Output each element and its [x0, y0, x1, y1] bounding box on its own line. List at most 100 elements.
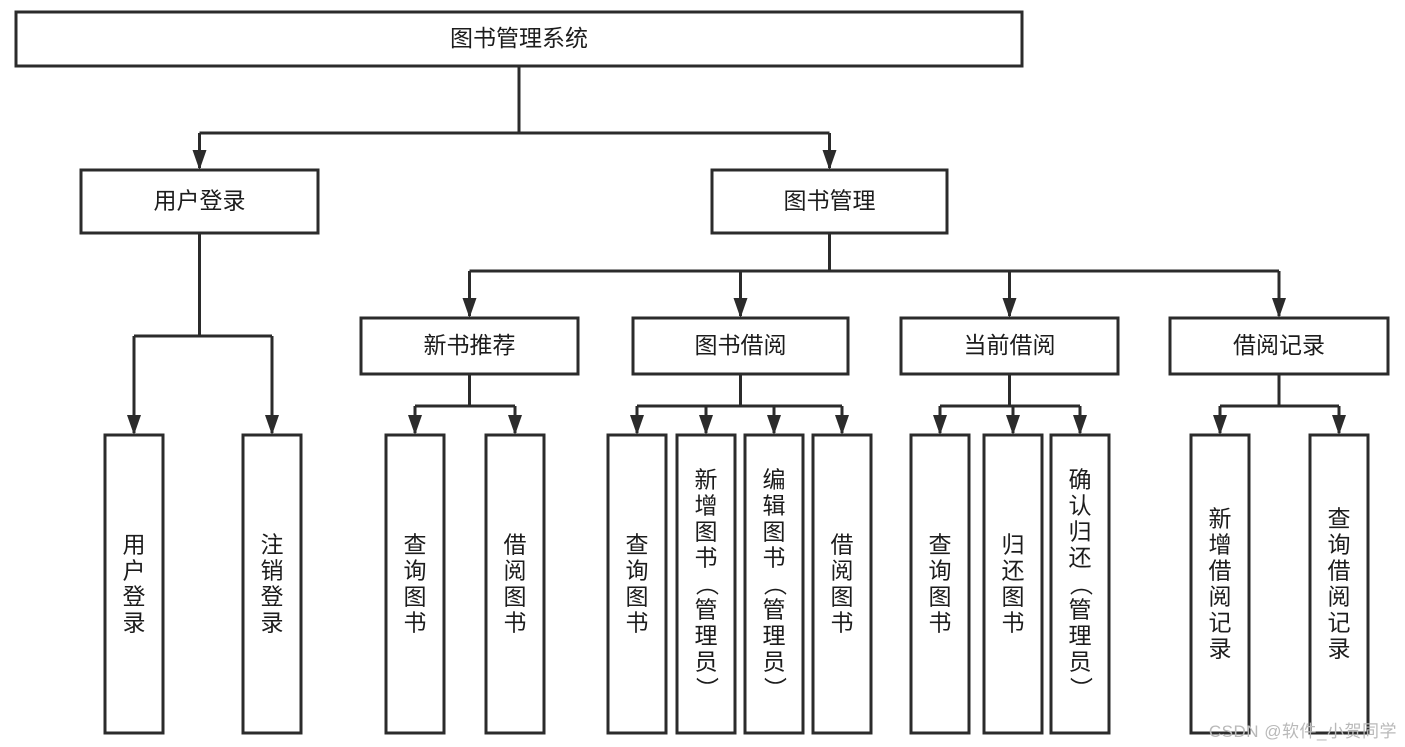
node-label-char: 还 [1002, 557, 1025, 583]
node-box [1168, 316, 1390, 376]
node-label-char: 登 [123, 583, 146, 609]
node-label: 图书借阅 [695, 332, 787, 358]
node-box [241, 433, 303, 735]
node-label-char: （ [694, 573, 720, 596]
node-label-char: 询 [626, 557, 649, 583]
arrow-head-icon [508, 415, 522, 435]
node-label-char: 借 [831, 531, 854, 557]
node-box [1049, 433, 1111, 735]
node-label-char: 书 [504, 609, 527, 635]
arrow-head-icon [630, 415, 644, 435]
node-box [811, 433, 873, 735]
node-bookmgmt[interactable]: 图书管理 [710, 168, 949, 235]
node-label-char: 录 [1328, 635, 1351, 661]
node-label-char: 归 [1069, 518, 1092, 544]
node-label-char: 查 [626, 531, 649, 557]
node-label-char: 录 [261, 609, 284, 635]
node-label-char: 确 [1069, 466, 1092, 492]
node-label-char: 图 [1002, 583, 1025, 609]
node-box [899, 316, 1120, 376]
node-label-char: ） [1068, 677, 1094, 700]
node-login[interactable]: 用户登录 [79, 168, 320, 235]
node-label-char: 书 [831, 609, 854, 635]
node-label-char: （ [1068, 573, 1094, 596]
arrow-head-icon [462, 298, 477, 318]
node-label-char: 登 [261, 583, 284, 609]
node-box [14, 10, 1024, 68]
node-label-char: ） [694, 677, 720, 700]
node-label-char: 书 [929, 609, 952, 635]
node-label-char: 用 [123, 531, 146, 557]
node-box [79, 168, 320, 235]
node-label-char: 新 [1209, 505, 1232, 531]
node-label-char: 编 [763, 466, 786, 492]
node-label-char: 员 [763, 648, 786, 674]
node-box [606, 433, 668, 735]
arrow-head-icon [408, 415, 422, 435]
node-label-char: 录 [1209, 635, 1232, 661]
node-label-char: 理 [763, 622, 786, 648]
arrow-head-icon [733, 298, 748, 318]
node-newbook[interactable]: 新书推荐 [359, 316, 580, 376]
node-box [103, 433, 165, 735]
node-box [1189, 433, 1251, 735]
node-label-char: 录 [123, 609, 146, 635]
node-label-char: 借 [1209, 557, 1232, 583]
node-leaf-user-login[interactable]: 用户登录 [103, 433, 165, 735]
node-label-char: 注 [261, 531, 284, 557]
node-box [710, 168, 949, 235]
node-label-char: 书 [626, 609, 649, 635]
node-current[interactable]: 当前借阅 [899, 316, 1120, 376]
node-label-char: 询 [1328, 531, 1351, 557]
node-label-char: 辑 [763, 492, 786, 518]
node-label-char: 理 [695, 622, 718, 648]
connector-layer [127, 66, 1346, 435]
node-label-char: 户 [123, 557, 146, 583]
arrow-head-icon [1002, 298, 1017, 318]
node-box [384, 433, 446, 735]
node-label-char: 阅 [504, 557, 527, 583]
arrow-head-icon [1006, 415, 1020, 435]
arrow-head-icon [1272, 298, 1286, 318]
node-box [675, 433, 737, 735]
arrow-head-icon [835, 415, 849, 435]
node-box [631, 316, 850, 376]
arrow-head-icon [192, 150, 207, 170]
node-label-char: 增 [1209, 531, 1232, 557]
node-label-char: 销 [261, 557, 284, 583]
node-root[interactable]: 图书管理系统 [14, 10, 1024, 68]
node-label-char: 管 [763, 596, 786, 622]
node-label-char: 理 [1069, 622, 1092, 648]
node-label-char: 图 [404, 583, 427, 609]
node-borrow[interactable]: 图书借阅 [631, 316, 850, 376]
arrow-head-icon [1073, 415, 1087, 435]
node-label-char: 员 [1069, 648, 1092, 674]
node-records[interactable]: 借阅记录 [1168, 316, 1390, 376]
node-box [909, 433, 971, 735]
arrow-head-icon [1213, 415, 1227, 435]
node-label-char: （ [762, 573, 788, 596]
node-label-char: 书 [763, 544, 786, 570]
node-label: 当前借阅 [964, 332, 1056, 358]
node-label-char: 管 [1069, 596, 1092, 622]
node-label-char: 书 [1002, 609, 1025, 635]
node-label: 图书管理 [784, 188, 876, 214]
node-label-char: 查 [1328, 505, 1351, 531]
node-label-char: 阅 [831, 557, 854, 583]
node-label-char: 阅 [1328, 583, 1351, 609]
node-label-char: 询 [404, 557, 427, 583]
arrow-head-icon [699, 415, 713, 435]
